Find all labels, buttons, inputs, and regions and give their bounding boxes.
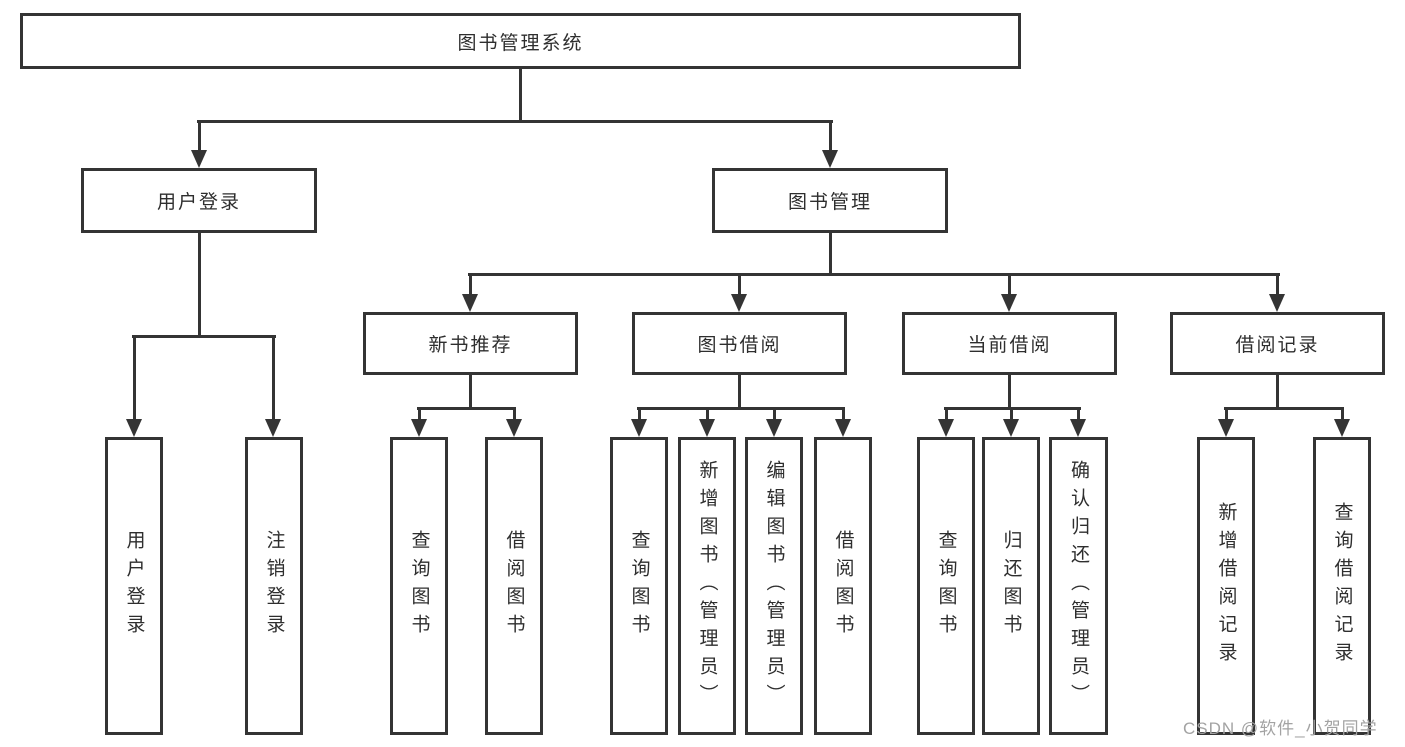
- arrowhead-down-icon: [1070, 419, 1086, 437]
- arrowhead-down-icon: [1269, 294, 1285, 312]
- connector-split: [637, 407, 845, 410]
- node-book-borrowing: 图书借阅: [632, 312, 847, 375]
- connector-split: [1224, 407, 1344, 410]
- connector-user-login-stem: [198, 233, 201, 338]
- arrowhead-down-icon: [462, 294, 478, 312]
- connector-drop-user-login: [198, 120, 201, 151]
- node-borrowing-records: 借阅记录: [1170, 312, 1385, 375]
- connector-drop-leaf: [133, 335, 136, 419]
- connector-drop-leaf: [1341, 407, 1344, 419]
- connector-drop-leaf: [945, 407, 948, 419]
- arrowhead-down-icon: [1001, 294, 1017, 312]
- connector-stem: [469, 375, 472, 410]
- leaf-edit-book-admin: 编辑图书（管理员）: [745, 437, 803, 735]
- leaf-search-books-current: 查询图书: [917, 437, 975, 735]
- arrowhead-down-icon: [835, 419, 851, 437]
- leaf-borrow-books: 借阅图书: [814, 437, 872, 735]
- connector-drop-leaf: [1077, 407, 1080, 419]
- connector-root-split: [197, 120, 833, 123]
- arrowhead-down-icon: [766, 419, 782, 437]
- connector-drop-leaf: [1010, 407, 1013, 419]
- node-book-management: 图书管理: [712, 168, 948, 233]
- arrowhead-down-icon: [1218, 419, 1234, 437]
- csdn-watermark: CSDN @软件_小贺同学: [1183, 719, 1378, 738]
- connector-stem: [1008, 375, 1011, 410]
- arrowhead-down-icon: [191, 150, 207, 168]
- connector-drop-book-mgmt: [829, 120, 832, 151]
- arrowhead-down-icon: [822, 150, 838, 168]
- leaf-confirm-return-admin: 确认归还（管理员）: [1049, 437, 1108, 735]
- connector-stem: [738, 375, 741, 410]
- leaf-add-borrow-record: 新增借阅记录: [1197, 437, 1255, 735]
- arrowhead-down-icon: [1003, 419, 1019, 437]
- connector-drop-leaf: [773, 407, 776, 419]
- leaf-search-books-borrowing: 查询图书: [610, 437, 668, 735]
- arrowhead-down-icon: [731, 294, 747, 312]
- connector-root-stem: [519, 69, 522, 123]
- connector-drop-module: [469, 273, 472, 294]
- connector-stem: [1276, 375, 1279, 410]
- arrowhead-down-icon: [411, 419, 427, 437]
- connector-user-login-split: [132, 335, 276, 338]
- connector-drop-module: [1008, 273, 1011, 294]
- arrowhead-down-icon: [631, 419, 647, 437]
- arrowhead-down-icon: [938, 419, 954, 437]
- node-user-login: 用户登录: [81, 168, 317, 233]
- node-library-management-system: 图书管理系统: [20, 13, 1021, 69]
- connector-drop-leaf: [706, 407, 709, 419]
- arrowhead-down-icon: [699, 419, 715, 437]
- connector-drop-leaf: [1225, 407, 1228, 419]
- arrowhead-down-icon: [506, 419, 522, 437]
- leaf-return-books: 归还图书: [982, 437, 1040, 735]
- connector-book-mgmt-split: [468, 273, 1280, 276]
- node-new-book-recommend: 新书推荐: [363, 312, 578, 375]
- connector-drop-leaf: [638, 407, 641, 419]
- arrowhead-down-icon: [265, 419, 281, 437]
- leaf-logout: 注销登录: [245, 437, 303, 735]
- leaf-user-login: 用户登录: [105, 437, 163, 735]
- connector-drop-module: [1276, 273, 1279, 294]
- connector-split: [417, 407, 516, 410]
- connector-drop-leaf: [418, 407, 421, 419]
- connector-drop-module: [738, 273, 741, 294]
- connector-drop-leaf: [842, 407, 845, 419]
- connector-book-mgmt-stem: [829, 233, 832, 276]
- connector-drop-leaf: [513, 407, 516, 419]
- leaf-borrow-books-recommend: 借阅图书: [485, 437, 543, 735]
- arrowhead-down-icon: [126, 419, 142, 437]
- leaf-search-books-recommend: 查询图书: [390, 437, 448, 735]
- leaf-search-borrow-record: 查询借阅记录: [1313, 437, 1371, 735]
- arrowhead-down-icon: [1334, 419, 1350, 437]
- connector-drop-leaf: [272, 335, 275, 419]
- leaf-add-book-admin: 新增图书（管理员）: [678, 437, 736, 735]
- node-current-borrowing: 当前借阅: [902, 312, 1117, 375]
